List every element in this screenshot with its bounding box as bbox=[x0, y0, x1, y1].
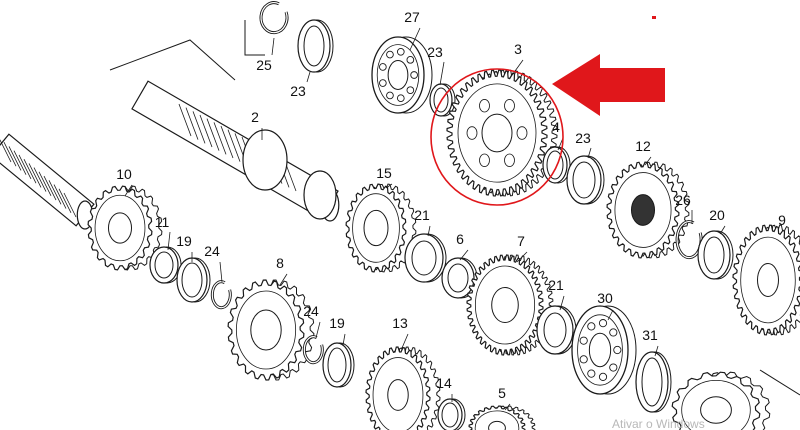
callout-label-p23b: 23 bbox=[427, 44, 443, 60]
callout-label-p19b: 19 bbox=[329, 315, 345, 331]
callout-label-p26: 26 bbox=[675, 192, 691, 208]
callout-label-p21a: 21 bbox=[414, 207, 430, 223]
callout-leader-p23a bbox=[306, 71, 311, 83]
circlip-24-left bbox=[210, 280, 232, 310]
callout-label-p14: 14 bbox=[436, 375, 452, 391]
gear-12 bbox=[606, 161, 690, 259]
callout-leader-p13 bbox=[401, 333, 409, 349]
callout-label-p6: 6 bbox=[456, 231, 464, 247]
seal-31 bbox=[635, 351, 672, 413]
callout-label-p9: 9 bbox=[778, 212, 786, 228]
highlight-circle bbox=[430, 68, 564, 206]
callout-label-p11: 11 bbox=[155, 214, 170, 230]
callout-leader-p31 bbox=[654, 345, 659, 357]
callout-label-p20: 20 bbox=[709, 207, 725, 223]
gear-10 bbox=[87, 185, 163, 271]
callout-leader-p15 bbox=[385, 183, 393, 189]
gear-8 bbox=[227, 279, 315, 381]
bushing-11 bbox=[149, 246, 182, 284]
callout-leader-p5 bbox=[504, 403, 511, 411]
washer-19-bot bbox=[322, 342, 355, 388]
washer-21-low bbox=[536, 305, 577, 355]
gear-7 bbox=[466, 254, 554, 356]
gear-9 bbox=[732, 224, 800, 336]
callout-leader-p27 bbox=[409, 27, 421, 51]
callout-label-p21b: 21 bbox=[548, 277, 564, 293]
gear-15 bbox=[345, 183, 417, 273]
circlip-25 bbox=[259, 1, 289, 35]
callout-label-p31: 31 bbox=[642, 327, 658, 343]
callout-leader-p11 bbox=[167, 231, 171, 251]
bushing-6 bbox=[441, 257, 478, 299]
bracket-line-left bbox=[109, 39, 236, 81]
callout-label-p15: 15 bbox=[376, 165, 392, 181]
washer-20 bbox=[697, 230, 734, 280]
callout-label-p25: 25 bbox=[256, 57, 272, 73]
callout-label-p8: 8 bbox=[276, 255, 284, 271]
washer-19-left bbox=[176, 257, 211, 303]
mainshaft-integral-gear bbox=[242, 129, 288, 191]
watermark-text: Ativar o Windows bbox=[612, 417, 705, 430]
countershaft-splines bbox=[0, 139, 77, 218]
callout-leader-p20 bbox=[719, 225, 726, 235]
washer-23-right bbox=[566, 155, 605, 205]
bushing-14 bbox=[437, 398, 466, 430]
sprocket bbox=[671, 371, 771, 430]
callout-label-p12: 12 bbox=[635, 138, 651, 154]
callout-leader-p3 bbox=[509, 59, 524, 79]
callout-label-p10: 10 bbox=[116, 166, 132, 182]
mainshaft-end bbox=[303, 170, 337, 220]
callout-leader-p21b bbox=[559, 295, 565, 311]
washer-23-top bbox=[297, 19, 334, 73]
washer-21-mid bbox=[404, 233, 447, 283]
callout-label-p23a: 23 bbox=[290, 83, 306, 99]
callout-leader-p10 bbox=[124, 184, 133, 197]
callout-leader-p30 bbox=[607, 309, 614, 321]
circlip-24-bot bbox=[302, 335, 324, 365]
callout-label-p3: 3 bbox=[514, 41, 522, 57]
callout-label-p13: 13 bbox=[392, 315, 408, 331]
callout-label-p2: 2 bbox=[251, 109, 259, 125]
callout-label-p7: 7 bbox=[517, 233, 525, 249]
callout-label-p19a: 19 bbox=[176, 233, 192, 249]
callout-leader-p24b bbox=[315, 321, 321, 339]
highlight-layer bbox=[430, 16, 665, 206]
bracket-line-top bbox=[244, 20, 265, 56]
callout-leader-p25 bbox=[271, 37, 275, 56]
callout-leader-p12 bbox=[644, 156, 652, 166]
highlight-arrow-icon bbox=[552, 54, 665, 116]
callout-leader-p24a bbox=[219, 261, 223, 283]
bearing-27 bbox=[371, 36, 433, 114]
callout-leader-p19b bbox=[342, 333, 346, 346]
bearing-30 bbox=[571, 305, 637, 395]
callout-label-p27: 27 bbox=[404, 9, 420, 25]
callout-leader-p7 bbox=[516, 251, 528, 263]
callout-label-p23c: 23 bbox=[575, 130, 591, 146]
gear-5 bbox=[468, 405, 536, 430]
callout-label-p24a: 24 bbox=[204, 243, 220, 259]
gear-3 bbox=[446, 69, 558, 197]
callout-leader-p21a bbox=[427, 225, 431, 237]
circlip-26 bbox=[675, 220, 703, 260]
callout-leader-p23b bbox=[439, 61, 445, 86]
callout-leader-p8 bbox=[279, 273, 288, 286]
callout-leader-p23c bbox=[587, 147, 592, 159]
callout-label-p4: 4 bbox=[552, 119, 560, 135]
callout-leader-p6 bbox=[459, 249, 469, 261]
callout-label-p24b: 24 bbox=[303, 303, 319, 319]
gear-13 bbox=[365, 346, 441, 430]
red-dot-mark bbox=[652, 16, 656, 19]
callout-label-p30: 30 bbox=[597, 290, 613, 306]
leader-line-bottom-right bbox=[759, 369, 800, 396]
callout-label-p5: 5 bbox=[498, 385, 506, 401]
